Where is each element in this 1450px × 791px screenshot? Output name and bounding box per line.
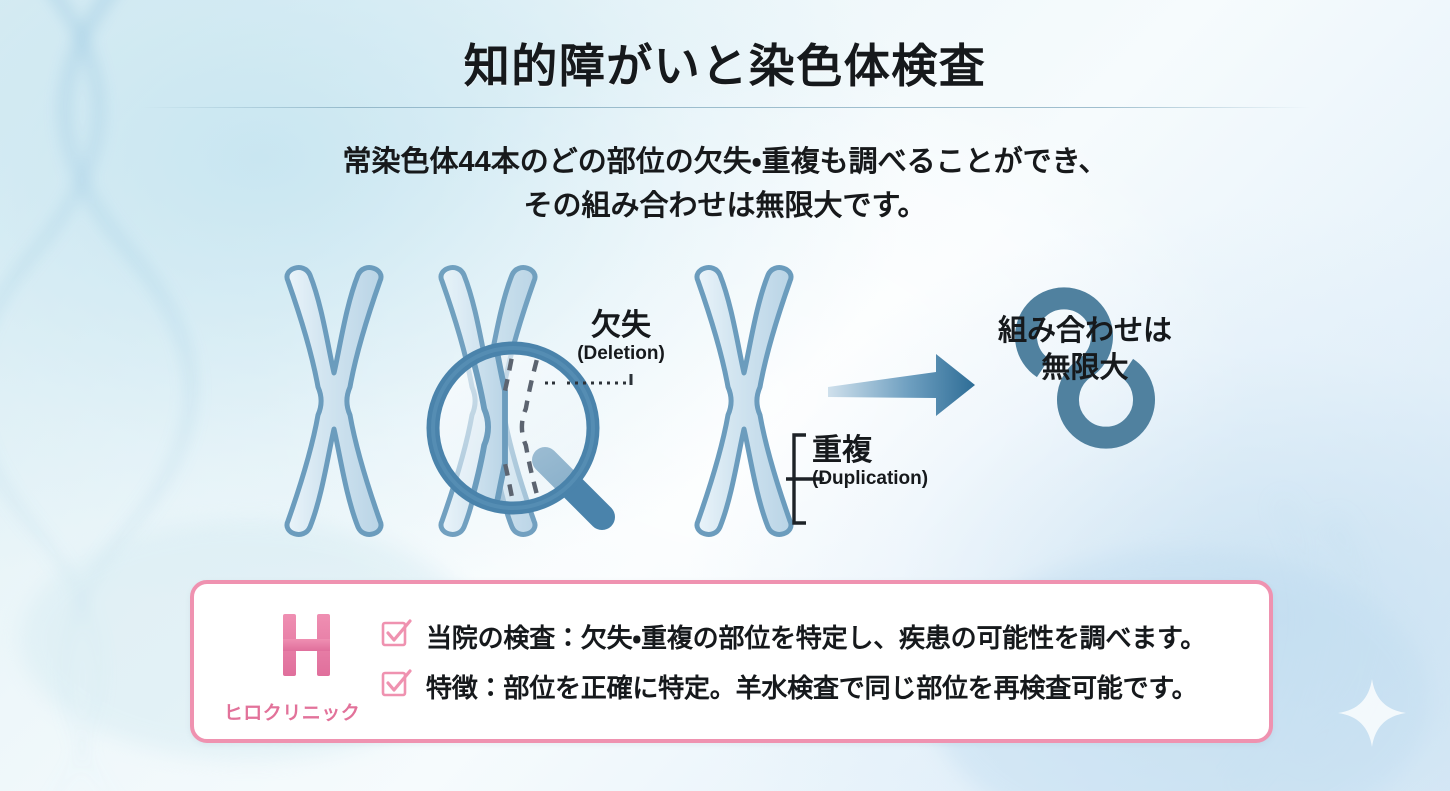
normal-chromosome (274, 268, 394, 535)
clinic-logo-mark-icon (249, 602, 330, 690)
title-divider (140, 107, 1310, 108)
clinic-bullet-list: 当院の検査：欠失・重複の部位を特定し、疾患の可能性を調べます。 特徴：部位を正確… (380, 605, 1269, 718)
infinity-symbol-icon (1015, 287, 1155, 449)
duplication-label-en: (Duplication) (812, 467, 929, 489)
infinity-caption-line-1: 組み合わせは (997, 315, 1172, 347)
duplication-label-jp: 重複 (812, 434, 872, 467)
page-subtitle: 常染色体44本のどの部位の欠失・重複も調べることができ、 その組み合わせは無限大… (0, 140, 1450, 228)
infinity-caption: 組み合わせは 無限大 (960, 313, 1210, 387)
duplication-bracket (786, 433, 824, 525)
chromosome-diagram: 欠失 (Deletion) 重複 (Duplication) 組み合わせは 無限… (0, 255, 1450, 555)
bullet-text: 特徴：部位を正確に特定。羊水検査で同じ部位を再検査可能です。 (426, 673, 1198, 703)
sparkle-star-icon (1338, 679, 1406, 747)
infinity-block: 組み合わせは 無限大 (960, 305, 1210, 387)
flow-arrow-icon (828, 354, 975, 416)
clinic-logo-name: ヒロクリニック (223, 703, 361, 724)
clinic-info-card: ヒロクリニック 当院の検査：欠失・重複の部位を特定し、疾患の可能性を調べます。 (190, 580, 1273, 743)
diagram-graphics (0, 255, 1155, 555)
duplication-label: 重複 (Duplication) (812, 435, 972, 490)
checkbox-checked-icon (380, 618, 412, 655)
bullet-item: 当院の検査：欠失・重複の部位を特定し、疾患の可能性を調べます。 (380, 618, 1245, 655)
deletion-label-jp: 欠失 (591, 309, 651, 342)
bullet-item: 特徴：部位を正確に特定。羊水検査で同じ部位を再検査可能です。 (380, 668, 1245, 705)
subtitle-line-2: その組み合わせは無限大です。 (523, 190, 927, 223)
page-title: 知的障がいと染色体検査 (463, 40, 987, 92)
magnifier-icon (426, 341, 615, 530)
deletion-leader-line (545, 374, 633, 385)
clinic-logo: ヒロクリニック (194, 598, 380, 725)
infinity-caption-line-2: 無限大 (1041, 352, 1129, 385)
bullet-text: 当院の検査：欠失・重複の部位を特定し、疾患の可能性を調べます。 (426, 623, 1207, 653)
deletion-label: 欠失 (Deletion) (556, 310, 686, 365)
duplication-chromosome (684, 268, 816, 555)
deletion-label-en: (Deletion) (577, 342, 665, 364)
checkbox-checked-icon (380, 668, 412, 705)
subtitle-line-1: 常染色体44本のどの部位の欠失・重複も調べることができ、 (342, 146, 1108, 178)
